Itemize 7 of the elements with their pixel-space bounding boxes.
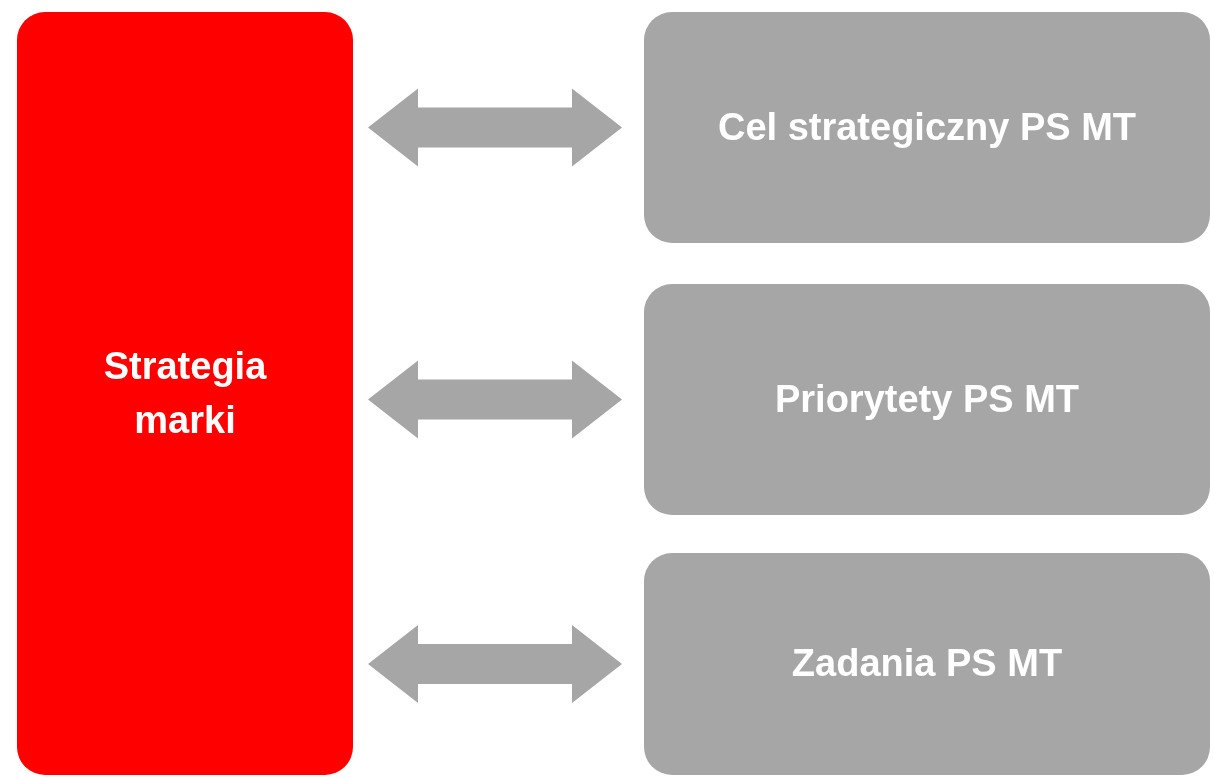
double-arrow bbox=[368, 360, 622, 439]
double-arrow bbox=[368, 88, 622, 167]
info-box: Priorytety PS MT bbox=[644, 284, 1210, 515]
double-arrow bbox=[368, 625, 622, 703]
info-box: Zadania PS MT bbox=[644, 553, 1210, 775]
info-box: Cel strategiczny PS MT bbox=[644, 12, 1210, 243]
strategy-box: Strategia marki bbox=[17, 12, 353, 775]
